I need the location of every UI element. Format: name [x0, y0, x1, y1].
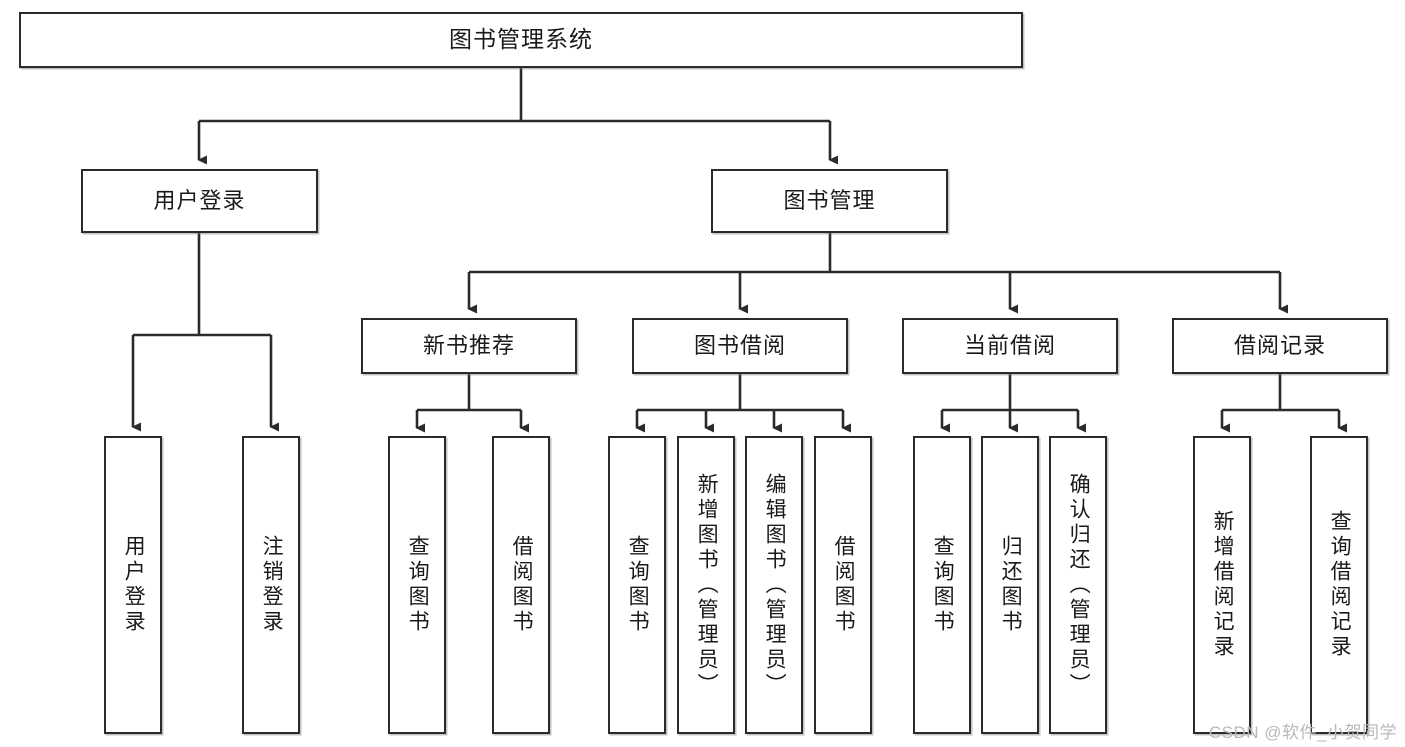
node-leaf-return-book[interactable]: 归还图书	[981, 436, 1039, 734]
node-label: 用户登录	[153, 187, 246, 213]
node-label: 新书推荐	[422, 332, 515, 358]
node-label: 编辑图书（管理员）	[763, 472, 787, 698]
node-leaf-query-borrow-record[interactable]: 查询借阅记录	[1310, 436, 1368, 734]
node-leaf-user-logout[interactable]: 注销登录	[242, 436, 300, 734]
node-label: 注销登录	[260, 535, 284, 635]
node-leaf-add-book[interactable]: 新增图书（管理员）	[677, 436, 735, 734]
node-leaf-add-borrow-record[interactable]: 新增借阅记录	[1193, 436, 1251, 734]
node-label: 图书管理	[783, 187, 876, 213]
node-label: 新增图书（管理员）	[695, 472, 719, 698]
node-label: 查询图书	[931, 535, 955, 635]
node-current-borrow[interactable]: 当前借阅	[902, 318, 1118, 374]
node-new-book-recommend[interactable]: 新书推荐	[361, 318, 577, 374]
node-user-login[interactable]: 用户登录	[81, 169, 318, 233]
node-book-borrow[interactable]: 图书借阅	[632, 318, 848, 374]
node-book-management[interactable]: 图书管理	[711, 169, 948, 233]
node-borrow-record[interactable]: 借阅记录	[1172, 318, 1388, 374]
node-leaf-borrow-book-1[interactable]: 借阅图书	[492, 436, 550, 734]
csdn-watermark: CSDN @软件_小贺同学	[1208, 723, 1397, 742]
node-label: 图书管理系统	[449, 26, 593, 53]
node-label: 借阅图书	[510, 535, 534, 635]
node-label: 借阅记录	[1233, 332, 1326, 358]
node-label: 查询图书	[406, 535, 430, 635]
node-label: 确认归还（管理员）	[1067, 472, 1091, 698]
node-leaf-query-book-2[interactable]: 查询图书	[608, 436, 666, 734]
node-leaf-edit-book[interactable]: 编辑图书（管理员）	[745, 436, 803, 734]
node-label: 当前借阅	[963, 332, 1056, 358]
node-leaf-confirm-return[interactable]: 确认归还（管理员）	[1049, 436, 1107, 734]
node-leaf-user-login[interactable]: 用户登录	[104, 436, 162, 734]
node-book-management-system[interactable]: 图书管理系统	[19, 12, 1023, 68]
node-leaf-borrow-book-2[interactable]: 借阅图书	[814, 436, 872, 734]
node-leaf-query-book-3[interactable]: 查询图书	[913, 436, 971, 734]
node-label: 查询图书	[626, 535, 650, 635]
node-label: 归还图书	[999, 535, 1023, 635]
node-leaf-query-book-1[interactable]: 查询图书	[388, 436, 446, 734]
node-label: 用户登录	[122, 535, 146, 635]
node-label: 新增借阅记录	[1211, 510, 1235, 660]
node-label: 借阅图书	[832, 535, 856, 635]
node-label: 图书借阅	[693, 332, 786, 358]
node-label: 查询借阅记录	[1328, 510, 1352, 660]
